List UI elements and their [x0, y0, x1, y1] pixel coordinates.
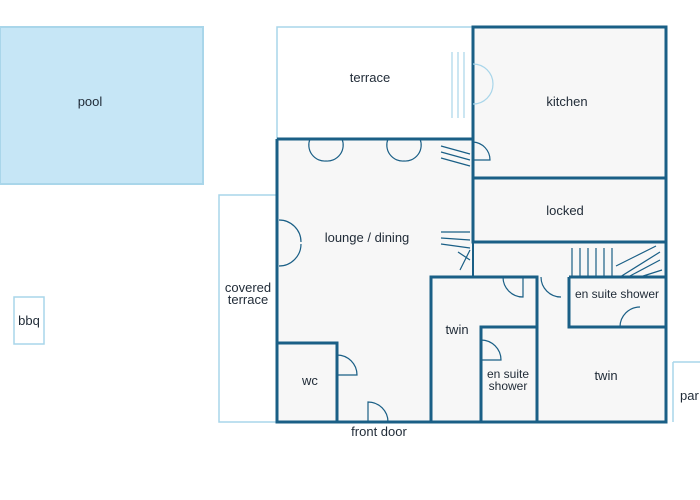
twin-left-label: twin [445, 322, 468, 337]
doors [278, 52, 663, 423]
bbq-label: bbq [18, 313, 40, 328]
pool-area [0, 26, 204, 185]
covered-terrace-label-line2: terrace [228, 292, 268, 307]
kitchen-label: kitchen [546, 94, 587, 109]
bbq-area [13, 296, 45, 345]
terrace-label: terrace [350, 70, 390, 85]
pool-label: pool [78, 94, 103, 109]
parking-area-outline [672, 361, 700, 422]
en-suite-shower-center-label-line1: en suite [487, 367, 529, 381]
lounge-dining-label: lounge / dining [325, 230, 410, 245]
covered-terrace-area [218, 194, 279, 423]
locked-label: locked [546, 203, 584, 218]
twin-right-label: twin [594, 368, 617, 383]
parking-label: par [680, 388, 699, 403]
en-suite-shower-right-label: en suite shower [575, 287, 659, 301]
covered-terrace-label-line1: covered [225, 280, 271, 295]
wc-label: wc [301, 373, 318, 388]
front-door-label: front door [351, 424, 407, 439]
en-suite-shower-center-label-line2: shower [489, 379, 528, 393]
